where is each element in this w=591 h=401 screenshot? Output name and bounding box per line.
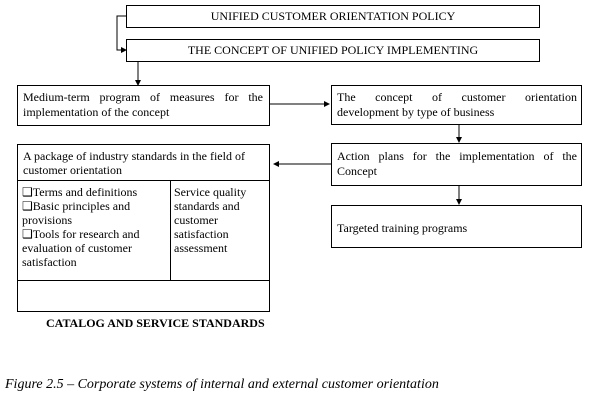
- standards-table: ❑Terms and definitions ❑Basic principles…: [17, 180, 270, 281]
- right-list-item: satisfaction: [174, 227, 229, 241]
- medium-term-line-1: Medium-term program of measures for the: [23, 90, 263, 104]
- left-list-item: ❑Tools for research and: [22, 227, 140, 241]
- development-line-2: development by type of business: [337, 105, 495, 119]
- figure-caption: Figure 2.5 – Corporate systems of intern…: [5, 377, 439, 392]
- left-list-item: ❑Basic principles and: [22, 199, 131, 213]
- action-plans-line-1: Action plans for the implementation of t…: [337, 149, 577, 163]
- policy-box: UNIFIED CUSTOMER ORIENTATION POLICY: [126, 5, 540, 28]
- action-plans-box: Action plans for the implementation of t…: [331, 143, 582, 186]
- medium-term-box: Medium-term program of measures for the …: [17, 85, 270, 126]
- right-list-item: standards and: [174, 199, 240, 213]
- concept-box: THE CONCEPT OF UNIFIED POLICY IMPLEMENTI…: [126, 39, 540, 62]
- action-plans-line-2: Concept: [337, 164, 377, 178]
- column-divider: [170, 181, 171, 280]
- right-list-item: customer: [174, 213, 218, 227]
- standards-right-column: Service quality standards and customer s…: [174, 185, 266, 255]
- package-line-1: A package of industry standards in the f…: [23, 149, 245, 163]
- left-list-item: satisfaction: [22, 255, 77, 269]
- development-box: The concept of customer orientation deve…: [331, 85, 582, 125]
- left-list-item: provisions: [22, 213, 73, 227]
- right-list-item: assessment: [174, 241, 228, 255]
- package-line-2: customer orientation: [23, 163, 122, 177]
- training-box: Targeted training programs: [331, 205, 582, 248]
- arrow-policy-to-concept: [116, 15, 127, 53]
- medium-term-line-2: implementation of the concept: [23, 105, 170, 119]
- right-list-item: Service quality: [174, 185, 247, 199]
- development-line-1: The concept of customer orientation: [337, 90, 577, 104]
- policy-label: UNIFIED CUSTOMER ORIENTATION POLICY: [210, 9, 456, 23]
- left-list-item: ❑Terms and definitions: [22, 185, 138, 199]
- catalog-label: CATALOG AND SERVICE STANDARDS: [46, 316, 265, 330]
- left-list-item: evaluation of customer: [22, 241, 132, 255]
- training-label: Targeted training programs: [337, 221, 468, 235]
- standards-left-column: ❑Terms and definitions ❑Basic principles…: [22, 185, 168, 269]
- concept-label: THE CONCEPT OF UNIFIED POLICY IMPLEMENTI…: [187, 43, 479, 57]
